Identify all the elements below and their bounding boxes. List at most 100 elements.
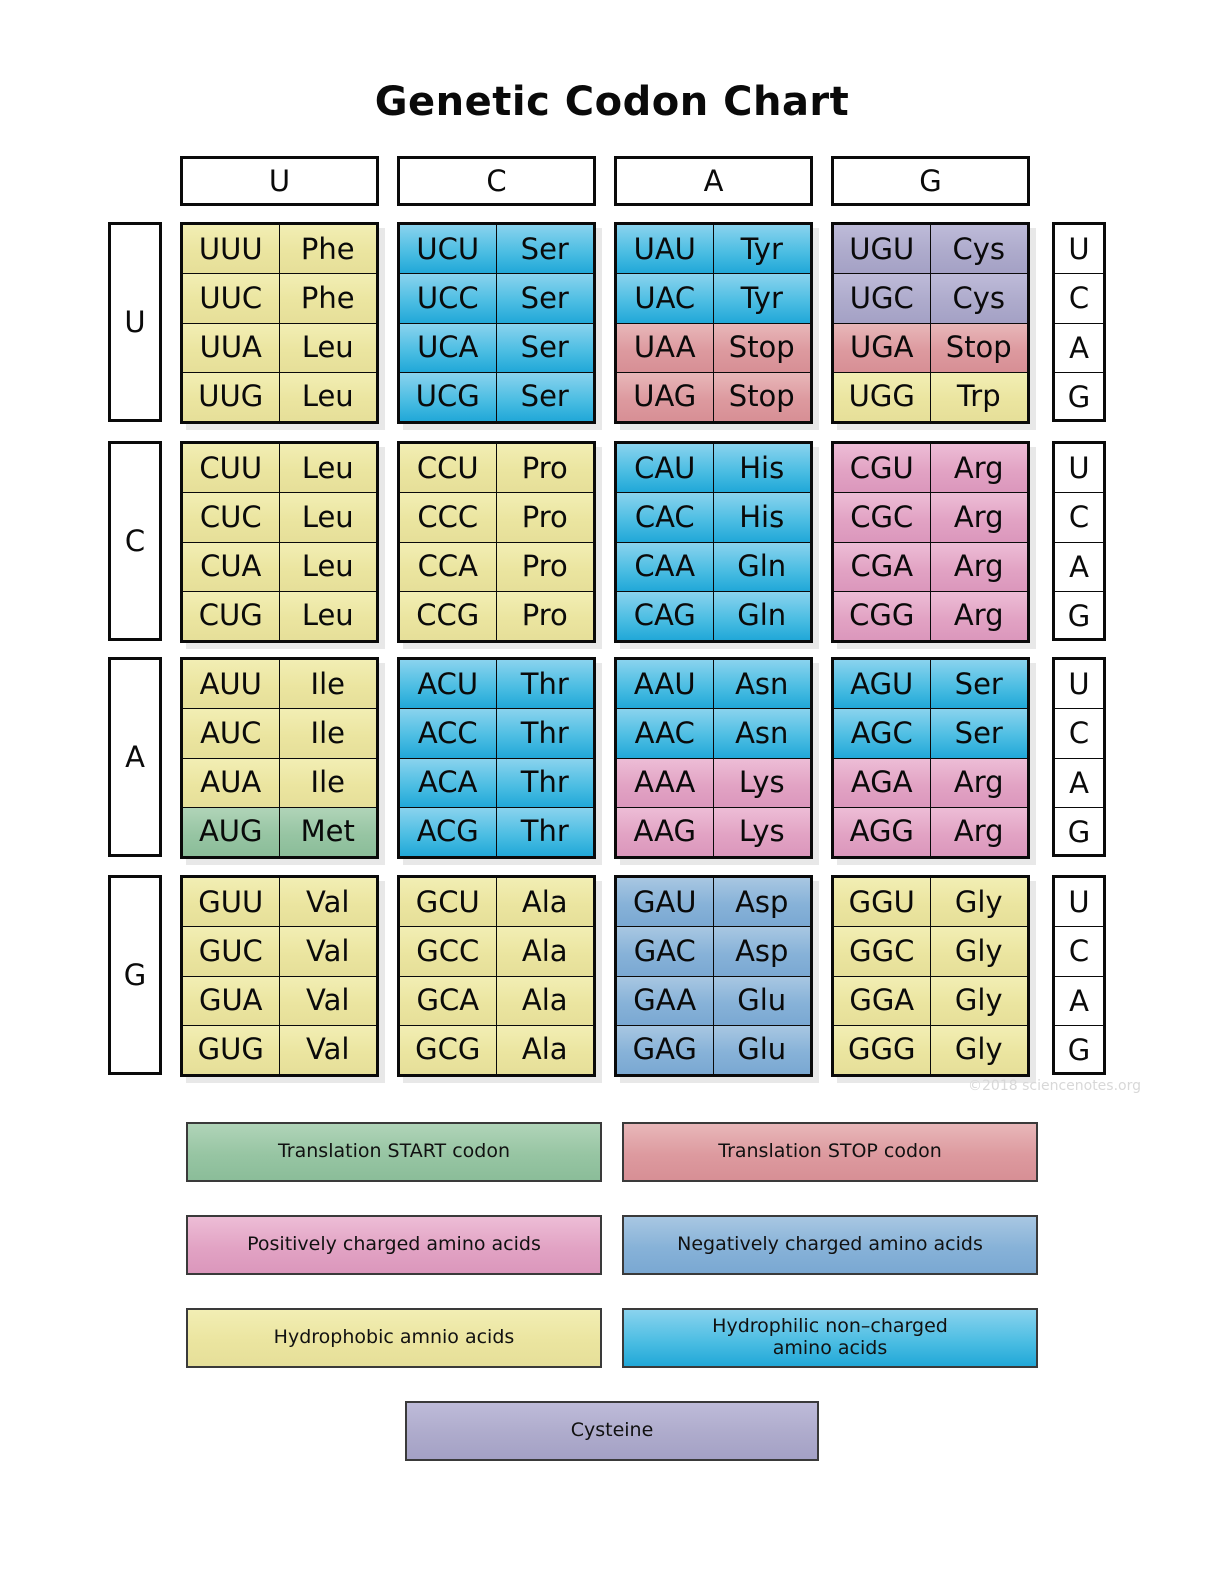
third-base-a: A: [1055, 759, 1103, 808]
legend-item[interactable]: Translation START codon: [186, 1122, 602, 1182]
codon-triplet: UGG: [834, 372, 931, 421]
legend-item[interactable]: Cysteine: [405, 1401, 819, 1461]
third-base-a: A: [1055, 324, 1103, 373]
amino-acid-label: Arg: [930, 542, 1027, 591]
legend-item[interactable]: Positively charged amino acids: [186, 1215, 602, 1275]
legend-item[interactable]: Translation STOP codon: [622, 1122, 1038, 1182]
codon-triplet: CAG: [617, 591, 714, 640]
column-header-g: G: [831, 156, 1030, 206]
amino-acid-label: Asn: [713, 709, 810, 758]
legend-item[interactable]: Hydrophobic amnio acids: [186, 1308, 602, 1368]
amino-acid-label: Leu: [279, 542, 376, 591]
codon-triplet: UAA: [617, 323, 714, 372]
legend-item[interactable]: Hydrophilic non–charged amino acids: [622, 1308, 1038, 1368]
codon-triplet: GAU: [617, 878, 714, 927]
amino-acid-label: Arg: [930, 493, 1027, 542]
legend-item[interactable]: Negatively charged amino acids: [622, 1215, 1038, 1275]
amino-acid-label: Gly: [930, 927, 1027, 976]
third-base-c: C: [1055, 493, 1103, 543]
codon-triplet: UGA: [834, 323, 931, 372]
amino-acid-label: Gly: [930, 976, 1027, 1025]
codon-triplet: AAC: [617, 709, 714, 758]
codon-triplet: ACC: [400, 709, 497, 758]
codon-triplet: AUC: [183, 709, 280, 758]
amino-acid-label: Phe: [279, 274, 376, 323]
third-base-c: C: [1055, 274, 1103, 324]
codon-triplet: GCA: [400, 976, 497, 1025]
codon-triplet: UGU: [834, 225, 931, 274]
legend-item-label: Hydrophobic amnio acids: [273, 1326, 515, 1349]
amino-acid-label: Leu: [279, 372, 376, 421]
amino-acid-label: Stop: [713, 323, 810, 372]
